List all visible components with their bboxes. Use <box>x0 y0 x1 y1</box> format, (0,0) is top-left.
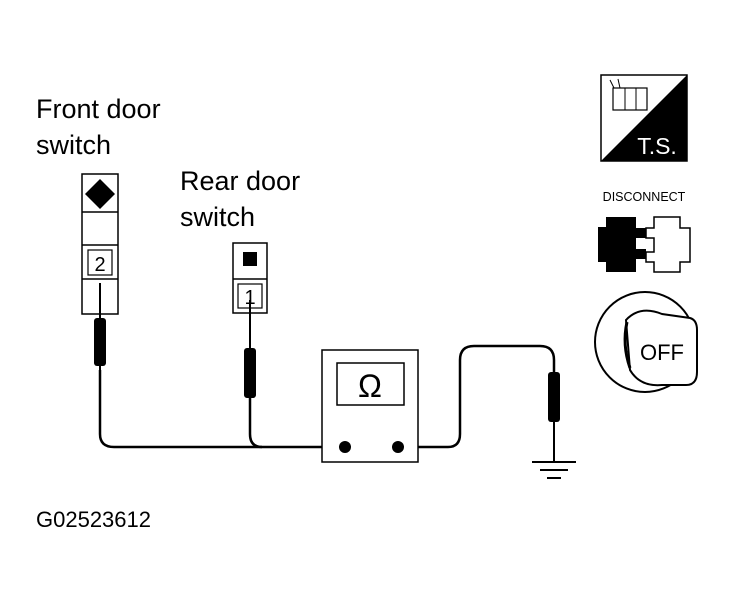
front-door-switch-label: Front door switch <box>36 91 161 163</box>
front-door-switch-label-line2: switch <box>36 130 112 160</box>
rear-door-switch-label: Rear door switch <box>180 163 300 235</box>
rear-probe <box>244 300 256 398</box>
meter-terminal-left <box>339 441 351 453</box>
ohm-symbol: Ω <box>358 368 382 404</box>
ts-label: T.S. <box>637 133 677 159</box>
disconnect-icon: DISCONNECT <box>598 190 691 273</box>
ignition-off-icon: OFF <box>594 291 698 393</box>
rear-wire <box>248 398 263 449</box>
rear-door-switch-label-line2: switch <box>180 202 256 232</box>
front-door-switch-label-line1: Front door <box>36 94 161 124</box>
meter-terminal-right <box>392 441 404 453</box>
front-wire <box>98 370 345 449</box>
ground-lead-wire <box>398 344 556 449</box>
connector-key-diamond-icon <box>85 179 115 209</box>
figure-code: G02523612 <box>36 507 151 532</box>
ohmmeter: Ω <box>321 349 419 463</box>
disconnect-label: DISCONNECT <box>603 190 686 204</box>
ground-probe <box>548 372 560 462</box>
off-label: OFF <box>640 340 684 365</box>
ground-icon <box>532 461 576 479</box>
ohmmeter-display <box>336 362 405 406</box>
rear-door-switch-label-line1: Rear door <box>180 166 301 196</box>
ts-icon: T.S. <box>600 74 688 162</box>
connector-key-square-icon <box>243 252 257 266</box>
front-pin-number: 2 <box>94 254 105 276</box>
front-probe <box>94 283 106 370</box>
rear-pin-number: 1 <box>244 287 255 309</box>
